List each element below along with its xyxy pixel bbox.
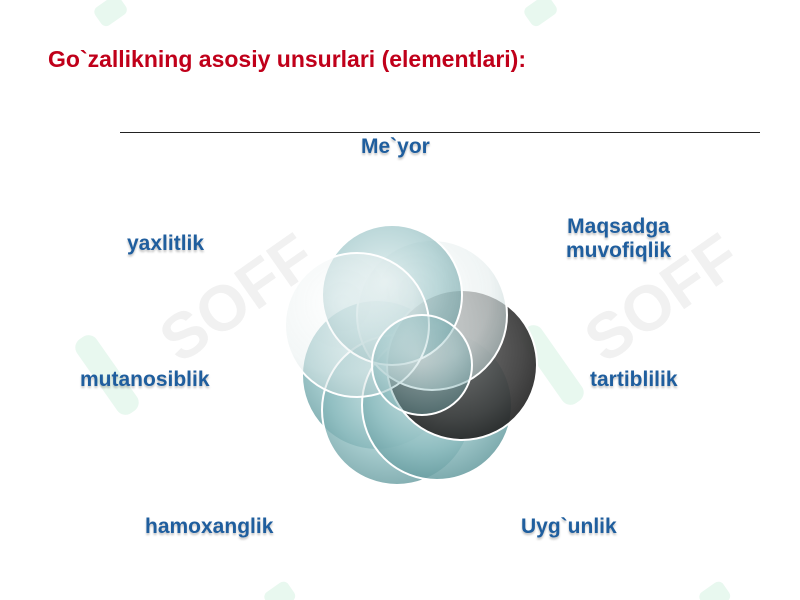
label-meyor: Me`yor xyxy=(361,135,430,159)
label-meyor-text: Me`yor xyxy=(361,135,430,158)
petal-circle-8 xyxy=(371,314,473,416)
overlapping-circles-diagram xyxy=(284,224,538,486)
label-uygunlik: Uyg`unlik xyxy=(521,515,617,539)
label-mutanosiblik-text: mutanosiblik xyxy=(80,368,210,391)
label-tartiblilik: tartiblilik xyxy=(590,368,678,392)
label-uygunlik-text: Uyg`unlik xyxy=(521,515,617,538)
label-hamoxanglik-text: hamoxanglik xyxy=(145,515,274,538)
label-mutanosiblik: mutanosiblik xyxy=(80,368,210,392)
label-maqsadga-line2: muvofiqlik xyxy=(566,239,672,263)
label-maqsadga-muvofiqlik: Maqsadga muvofiqlik xyxy=(566,215,671,263)
label-tartiblilik-text: tartiblilik xyxy=(590,368,678,391)
label-yaxlitlik: yaxlitlik xyxy=(127,232,204,256)
divider-line xyxy=(120,132,760,133)
page-title: Go`zallikning asosiy unsurlari (elementl… xyxy=(48,46,527,72)
label-maqsadga-line1: Maqsadga xyxy=(567,215,670,238)
label-hamoxanglik: hamoxanglik xyxy=(145,515,273,539)
label-yaxlitlik-text: yaxlitlik xyxy=(127,232,205,255)
